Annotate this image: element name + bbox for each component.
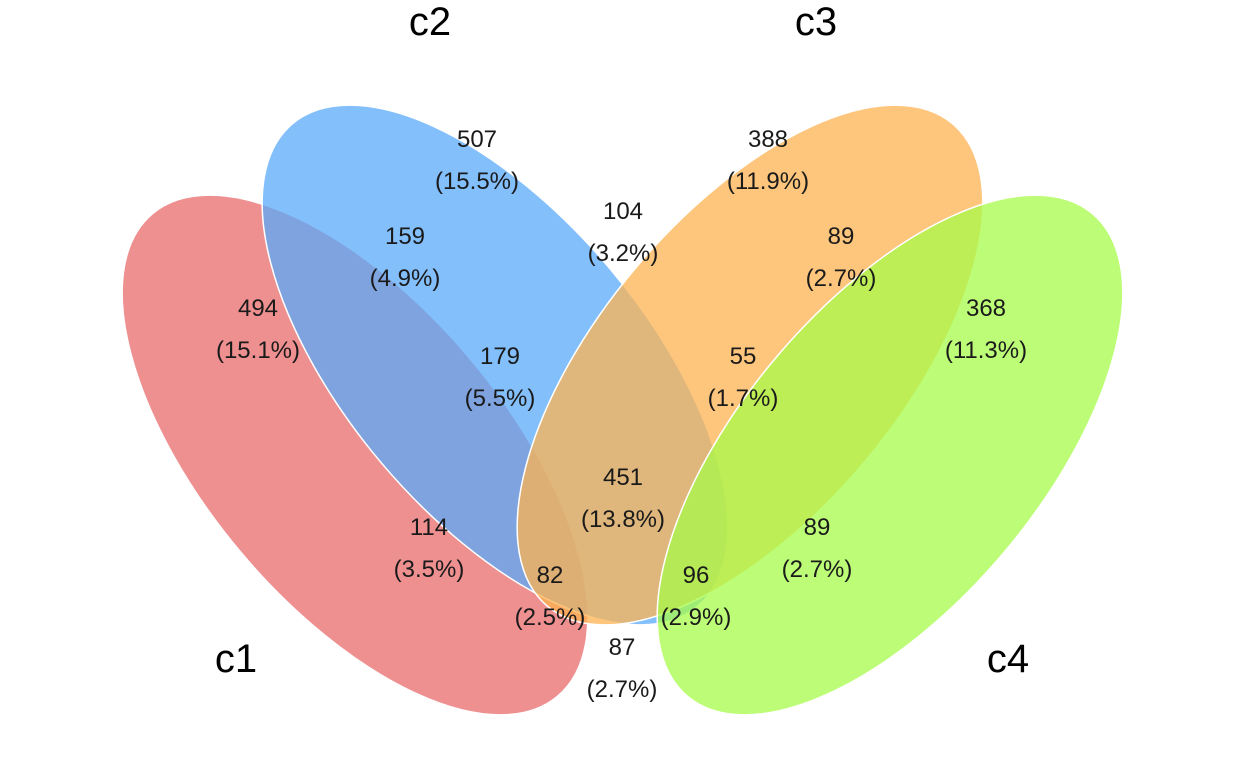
region-percent-c1-c2-c3: (5.5%) bbox=[465, 385, 536, 412]
region-count-c1-c3-c4: 82 bbox=[537, 562, 564, 589]
region-count-c2-c3-c4: 55 bbox=[730, 343, 757, 370]
region-count-c1-c2: 159 bbox=[385, 223, 425, 250]
region-percent-c2-c3: (3.2%) bbox=[588, 240, 659, 267]
set-label-c2: c2 bbox=[409, 0, 451, 44]
region-percent-c1-c2-c3-c4: (13.8%) bbox=[581, 506, 665, 533]
region-percent-c1: (15.1%) bbox=[216, 337, 300, 364]
region-count-c1-c2-c3-c4: 451 bbox=[603, 464, 643, 491]
region-percent-c3: (11.9%) bbox=[727, 168, 809, 195]
region-percent-c1-c3-c4: (2.5%) bbox=[515, 604, 586, 631]
region-count-c1-c2-c3: 179 bbox=[480, 343, 520, 370]
set-label-c1: c1 bbox=[215, 637, 257, 681]
set-ellipse-c4 bbox=[656, 194, 1124, 716]
region-percent-c2-c3-c4: (1.7%) bbox=[708, 385, 779, 412]
region-count-c4: 368 bbox=[966, 295, 1006, 322]
region-percent-c2: (15.5%) bbox=[435, 168, 519, 195]
region-count-c1-c4: 87 bbox=[609, 634, 636, 661]
region-count-c2-c4: 89 bbox=[804, 514, 831, 541]
region-percent-c3-c4: (2.7%) bbox=[806, 265, 877, 292]
region-percent-c1-c2: (4.9%) bbox=[370, 265, 441, 292]
region-count-c3-c4: 89 bbox=[828, 223, 855, 250]
region-percent-c1-c3: (3.5%) bbox=[394, 556, 465, 583]
set-label-c3: c3 bbox=[795, 0, 837, 44]
set-label-c4: c4 bbox=[987, 637, 1029, 681]
region-count-c2: 507 bbox=[457, 126, 497, 153]
region-count-c1: 494 bbox=[238, 295, 278, 322]
region-percent-c1-c4: (2.7%) bbox=[587, 676, 658, 703]
region-count-c1-c3: 114 bbox=[410, 514, 448, 541]
region-percent-c2-c4: (2.7%) bbox=[782, 556, 853, 583]
region-count-c3: 388 bbox=[748, 126, 788, 153]
region-count-c1-c2-c4: 96 bbox=[683, 562, 710, 589]
region-count-c2-c3: 104 bbox=[603, 198, 643, 225]
region-percent-c1-c2-c4: (2.9%) bbox=[661, 604, 732, 631]
region-percent-c4: (11.3%) bbox=[945, 337, 1027, 364]
